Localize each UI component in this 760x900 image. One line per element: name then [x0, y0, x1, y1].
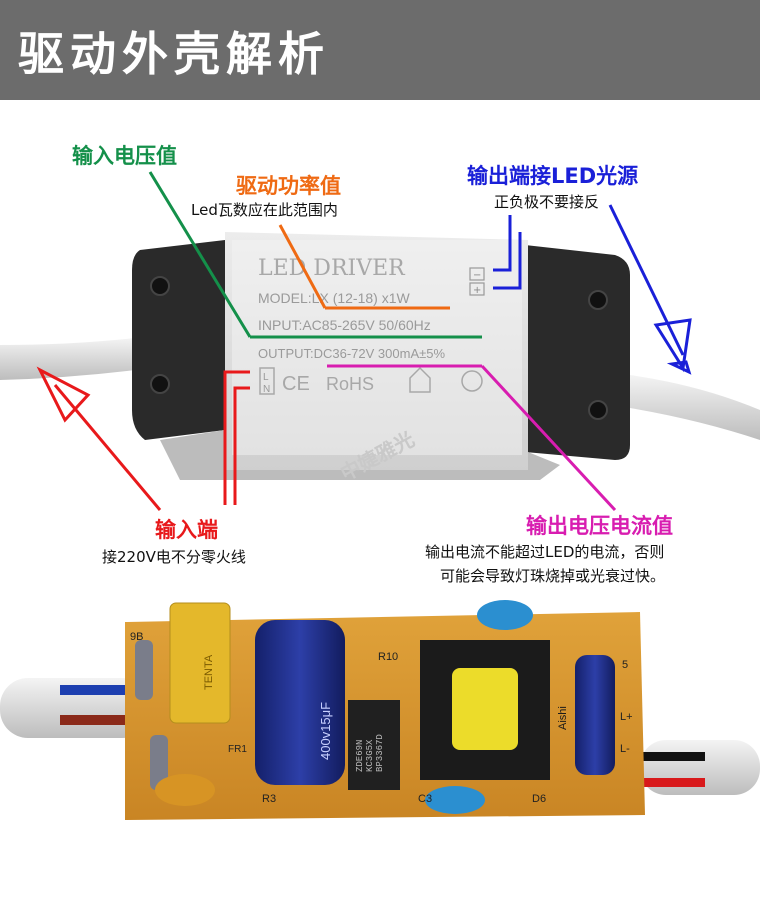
silk-c3: C3: [418, 793, 432, 805]
terminal-n: N: [263, 384, 270, 395]
silk-fr1: FR1: [228, 744, 247, 755]
silk-r3: R3: [262, 793, 276, 805]
fuse-label: TENTA: [203, 654, 215, 690]
driver-power-sub: Led瓦数应在此范围内: [191, 201, 338, 219]
varistor: [155, 774, 215, 806]
box-output: OUTPUT:DC36-72V 300mA±5%: [258, 346, 445, 361]
ceramic-capacitor: [477, 600, 533, 630]
input-terminal-label: 输入端: [155, 518, 218, 542]
indoor-use-icon: [409, 366, 431, 393]
input-arrow-icon: [36, 366, 91, 423]
ic-label: BP3367D: [375, 734, 385, 772]
input-terminal-sub: 接220V电不分零火线: [102, 548, 246, 566]
driver-power-label: 驱动功率值: [236, 174, 341, 198]
output-capacitor: [575, 655, 615, 775]
polarity-minus: −: [473, 270, 481, 281]
resistor: [135, 640, 153, 700]
input-voltage-label: 输入电压值: [72, 144, 177, 168]
silk-l-plus: L+: [620, 711, 633, 723]
output-current-sub-1: 输出电流不能超过LED的电流，否则: [425, 543, 665, 561]
silk-l-minus: L-: [620, 743, 630, 755]
polarity-plus: +: [473, 285, 481, 296]
electrolytic-capacitor: [255, 620, 345, 785]
box-model: MODEL:LX (12-18) x1W: [258, 290, 410, 306]
fuse: [169, 602, 231, 724]
capacitor-label: 400v15μF: [318, 702, 333, 760]
input-cable: [0, 338, 135, 380]
ic-label-3: ZDE69N: [355, 740, 365, 772]
page-title: 驱动外壳解析: [18, 27, 330, 81]
terminal-l: L: [263, 372, 269, 383]
box-brand: LED DRIVER: [258, 256, 406, 281]
driver-ic: [348, 700, 400, 790]
silk-5: 5: [622, 659, 628, 671]
box-input: INPUT:AC85-265V 50/60Hz: [258, 317, 431, 333]
led-output-sub: 正负极不要接反: [494, 193, 600, 211]
ic-label-2: KC3G5X: [365, 739, 375, 772]
silk-d6: D6: [532, 793, 546, 805]
rohs-mark: RoHS: [326, 374, 374, 394]
silk-r10: R10: [378, 651, 398, 663]
ceramic-capacitor-bottom: [425, 786, 485, 814]
led-output-arrow-icon: [653, 318, 692, 373]
silk-9b: 9B: [130, 631, 143, 643]
ce-mark: CE: [282, 373, 310, 395]
output-current-label: 输出电压电流值: [526, 514, 673, 538]
recycle-icon: [461, 370, 483, 392]
header-bar: 驱动外壳解析: [0, 0, 760, 100]
output-cap-label: Aishi: [557, 706, 569, 730]
resistor-2: [150, 735, 168, 790]
output-cable: [630, 375, 760, 440]
led-output-label: 输出端接LED光源: [467, 164, 639, 188]
output-current-sub-2: 可能会导致灯珠烧掉或光衰过快。: [440, 567, 666, 585]
